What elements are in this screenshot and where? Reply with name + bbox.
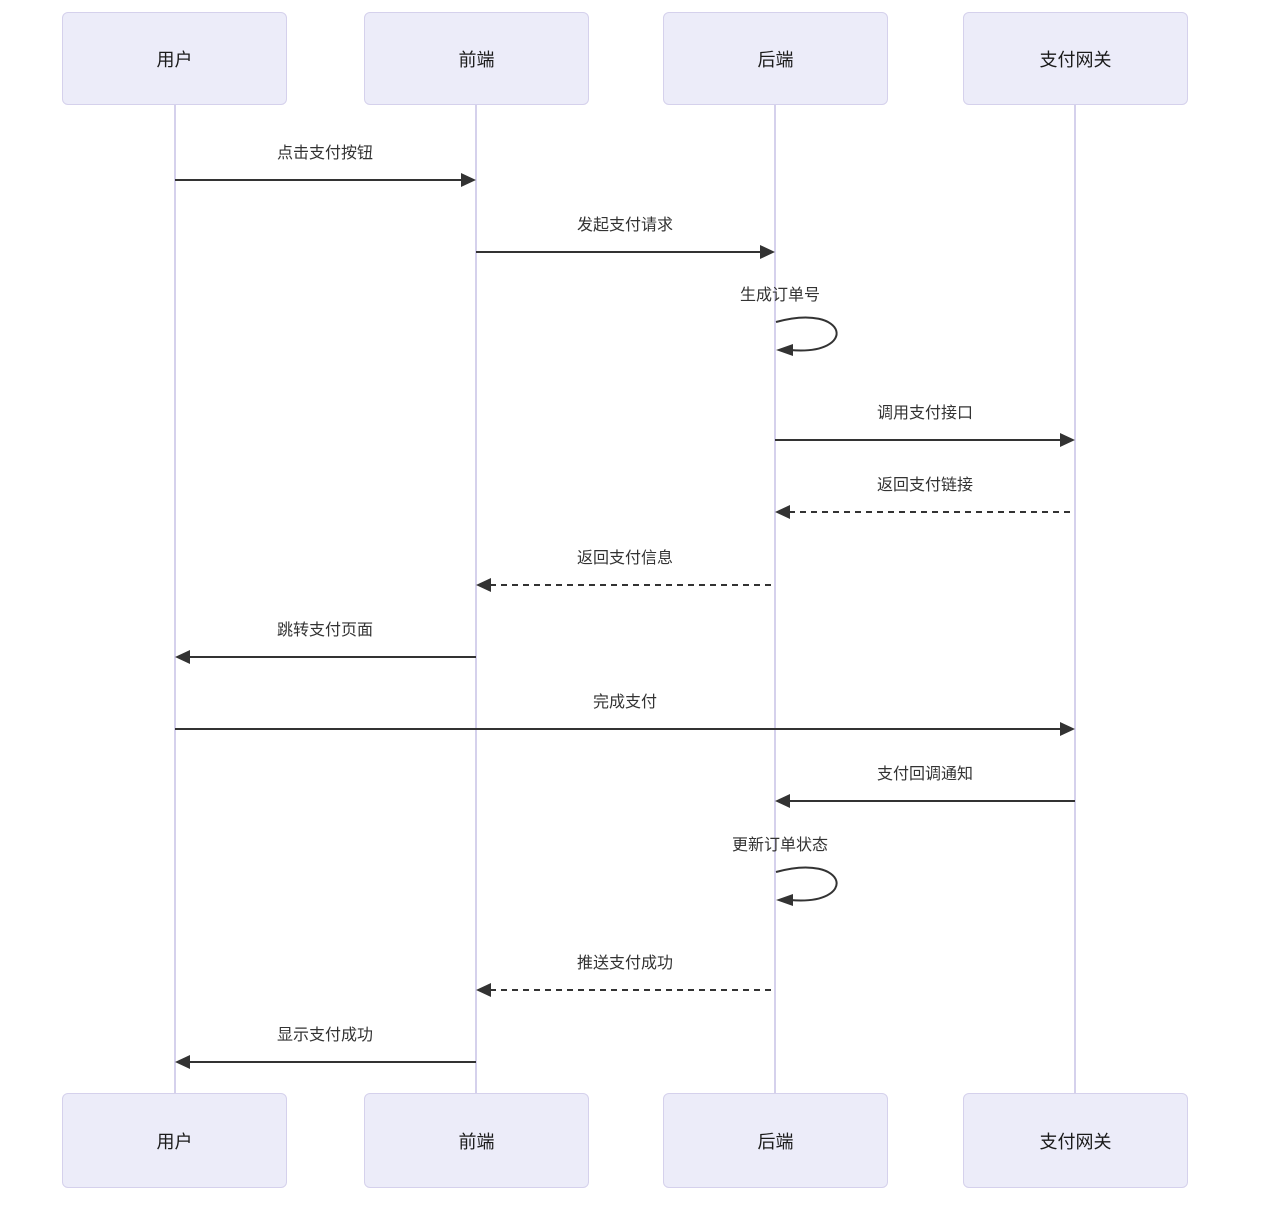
self-loop-arrow bbox=[775, 866, 838, 906]
actor-top-gateway: 支付网关 bbox=[963, 12, 1188, 105]
arrow-line-dashed bbox=[490, 989, 775, 991]
arrowhead-left-icon bbox=[775, 794, 790, 808]
arrowhead-right-icon bbox=[760, 245, 775, 259]
arrow-line bbox=[175, 728, 1062, 730]
arrowhead-right-icon bbox=[1060, 722, 1075, 736]
message-label: 返回支付链接 bbox=[876, 477, 974, 494]
arrow-line bbox=[789, 800, 1075, 802]
actor-label: 支付网关 bbox=[1039, 49, 1112, 70]
actor-top-frontend: 前端 bbox=[364, 12, 589, 105]
arrowhead-left-icon bbox=[476, 578, 491, 592]
message-label: 调用支付接口 bbox=[876, 405, 974, 422]
arrowhead-left-icon bbox=[175, 1055, 190, 1069]
arrowhead-left-icon bbox=[775, 505, 790, 519]
message-label: 完成支付 bbox=[592, 694, 658, 711]
actor-label: 前端 bbox=[458, 1131, 495, 1152]
lifeline-gateway bbox=[1074, 105, 1076, 1093]
message-label: 显示支付成功 bbox=[276, 1027, 374, 1044]
arrow-line bbox=[175, 179, 463, 181]
message-label: 更新订单状态 bbox=[731, 837, 829, 854]
message-label: 生成订单号 bbox=[739, 287, 821, 304]
message-label: 发起支付请求 bbox=[576, 217, 674, 234]
lifeline-user bbox=[174, 105, 176, 1093]
arrow-line bbox=[189, 656, 476, 658]
arrowhead-right-icon bbox=[461, 173, 476, 187]
actor-top-user: 用户 bbox=[62, 12, 287, 105]
arrow-line-dashed bbox=[490, 584, 775, 586]
arrowhead-right-icon bbox=[1060, 433, 1075, 447]
message-label: 支付回调通知 bbox=[876, 766, 974, 783]
actor-bottom-user: 用户 bbox=[62, 1093, 287, 1188]
actor-label: 后端 bbox=[757, 49, 794, 70]
arrowhead-left-icon bbox=[476, 983, 491, 997]
arrow-line bbox=[476, 251, 762, 253]
arrow-line-dashed bbox=[789, 511, 1075, 513]
message-label: 返回支付信息 bbox=[576, 550, 674, 567]
message-label: 推送支付成功 bbox=[576, 955, 674, 972]
arrowhead-left-icon bbox=[175, 650, 190, 664]
lifeline-frontend bbox=[475, 105, 477, 1093]
actor-label: 支付网关 bbox=[1039, 1131, 1112, 1152]
actor-top-backend: 后端 bbox=[663, 12, 888, 105]
arrow-line bbox=[775, 439, 1062, 441]
message-label: 跳转支付页面 bbox=[276, 622, 374, 639]
actor-bottom-gateway: 支付网关 bbox=[963, 1093, 1188, 1188]
actor-label: 用户 bbox=[156, 1131, 193, 1152]
self-loop-arrow bbox=[775, 316, 838, 356]
actor-label: 用户 bbox=[156, 49, 193, 70]
arrow-line bbox=[189, 1061, 476, 1063]
actor-label: 后端 bbox=[757, 1131, 794, 1152]
actor-bottom-frontend: 前端 bbox=[364, 1093, 589, 1188]
actor-bottom-backend: 后端 bbox=[663, 1093, 888, 1188]
message-label: 点击支付按钮 bbox=[276, 145, 374, 162]
lifeline-backend bbox=[774, 105, 776, 1093]
actor-label: 前端 bbox=[458, 49, 495, 70]
